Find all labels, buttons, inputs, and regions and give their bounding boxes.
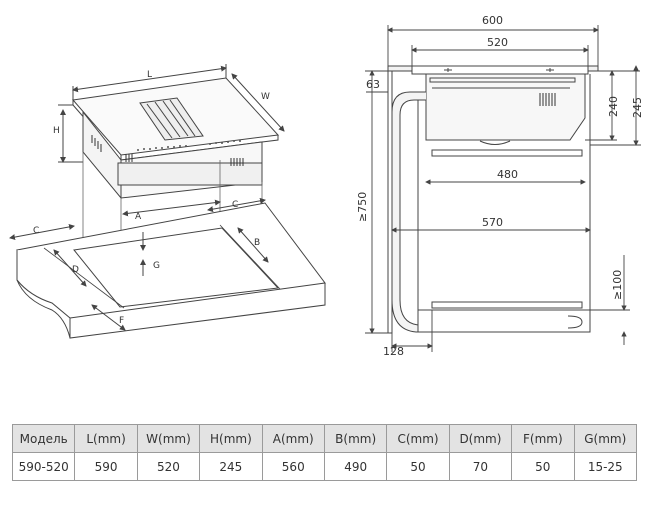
spec-table: Модель L(mm) W(mm) H(mm) A(mm) B(mm) C(m…	[11, 424, 638, 481]
table-cell: 590-520	[11, 452, 76, 481]
dim-480: 480	[497, 168, 518, 181]
hob-perspective	[58, 64, 285, 200]
cabinet-section	[387, 65, 599, 334]
table-cell: 245	[199, 452, 263, 481]
dim-570: 570	[482, 216, 503, 229]
table-header-cell: W(mm)	[136, 424, 201, 453]
cutout-opening	[73, 227, 280, 308]
table-header-cell: C(mm)	[386, 424, 450, 453]
worktop-perspective	[9, 197, 326, 339]
section-hob-glass	[411, 65, 589, 75]
table-header-cell: Модель	[11, 424, 76, 453]
dim-245: 245	[631, 97, 644, 118]
dim-63: 63	[366, 78, 380, 91]
table-cell: 50	[511, 452, 575, 481]
label-W: W	[261, 92, 270, 102]
dim-600: 600	[482, 14, 503, 27]
label-H: H	[53, 126, 60, 136]
table-cell: 15-25	[573, 452, 638, 481]
label-C-right: C	[232, 200, 238, 210]
extraction-vent	[139, 97, 204, 141]
table-header-cell: H(mm)	[199, 424, 263, 453]
table-header-cell: L(mm)	[74, 424, 138, 453]
section-hob-body	[425, 73, 586, 141]
section-dimensions	[365, 25, 641, 352]
table-cell: 490	[323, 452, 388, 481]
table-cell: 520	[136, 452, 201, 481]
table-cell: 590	[74, 452, 138, 481]
table-header-cell: A(mm)	[261, 424, 325, 453]
label-C-left: C	[33, 226, 39, 236]
table-header-cell: G(mm)	[573, 424, 638, 453]
table-header-cell: F(mm)	[511, 424, 575, 453]
touch-controls	[137, 140, 241, 151]
dim-128: 128	[383, 345, 404, 358]
body-vents	[91, 135, 244, 166]
table-header-cell: B(mm)	[323, 424, 388, 453]
label-A: A	[135, 212, 142, 222]
table-cell: 70	[448, 452, 513, 481]
dim-240: 240	[607, 96, 620, 117]
table-row: 590-520 590 520 245 560 490 50 70 50 15-…	[11, 452, 638, 481]
dim-520: 520	[487, 36, 508, 49]
table-cell: 560	[261, 452, 325, 481]
dim-100: ≥100	[611, 270, 624, 300]
label-B: B	[254, 238, 260, 248]
label-G: G	[153, 261, 160, 271]
dim-750: ≥750	[356, 192, 369, 222]
table-header-cell: D(mm)	[448, 424, 513, 453]
label-D: D	[72, 265, 79, 275]
table-header-row: Модель L(mm) W(mm) H(mm) A(mm) B(mm) C(m…	[11, 424, 638, 453]
label-L: L	[147, 70, 152, 80]
table-cell: 50	[386, 452, 450, 481]
label-F: F	[119, 316, 124, 326]
